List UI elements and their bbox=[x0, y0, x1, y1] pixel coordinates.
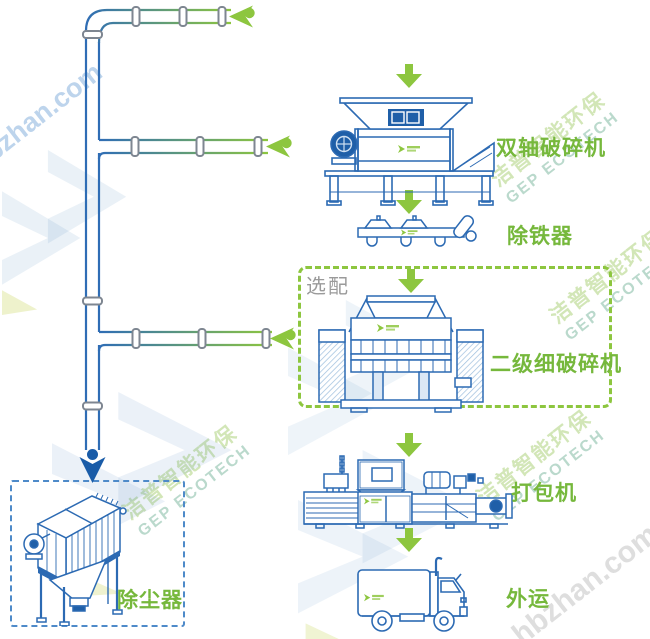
baler-label: 打包机 bbox=[511, 481, 577, 505]
suction-nozzle-icon bbox=[229, 5, 255, 28]
flow-arrow-down-icon bbox=[396, 528, 422, 552]
transport-label: 外运 bbox=[506, 587, 550, 611]
gep-logo-mark bbox=[401, 229, 418, 236]
gep-logo-mark bbox=[364, 498, 382, 505]
iron-remover-illustration bbox=[357, 215, 477, 247]
optional-tag: 选配 bbox=[306, 276, 350, 298]
flow-arrow-down-icon bbox=[398, 269, 424, 293]
fine-shredder-illustration bbox=[318, 295, 484, 413]
shredder-illustration bbox=[324, 97, 495, 206]
dust-collector-box bbox=[10, 480, 185, 627]
pipe-couplings bbox=[82, 6, 271, 411]
main-duct bbox=[84, 30, 101, 450]
flow-arrow-down-icon bbox=[396, 64, 422, 88]
duct-outlet-arrow-icon bbox=[79, 449, 106, 483]
baler-illustration bbox=[303, 455, 513, 529]
branch-ducts bbox=[84, 8, 272, 352]
iron-remover-label: 除铁器 bbox=[507, 224, 573, 248]
suction-nozzle-icon bbox=[266, 135, 292, 158]
gep-logo-mark bbox=[377, 324, 399, 332]
fine-shredder-label: 二级细破碎机 bbox=[490, 352, 622, 376]
shredder-label: 双轴破碎机 bbox=[496, 136, 606, 160]
suction-nozzle-icon bbox=[270, 327, 296, 350]
dust-collector-illustration bbox=[23, 492, 127, 626]
gep-logo-mark bbox=[398, 145, 420, 153]
flow-arrow-down-icon bbox=[396, 433, 422, 457]
flow-arrow-down-icon bbox=[396, 190, 422, 214]
dust-collector-label: 除尘器 bbox=[117, 588, 183, 612]
truck-illustration bbox=[357, 556, 468, 632]
gep-logo-mark bbox=[364, 594, 384, 602]
